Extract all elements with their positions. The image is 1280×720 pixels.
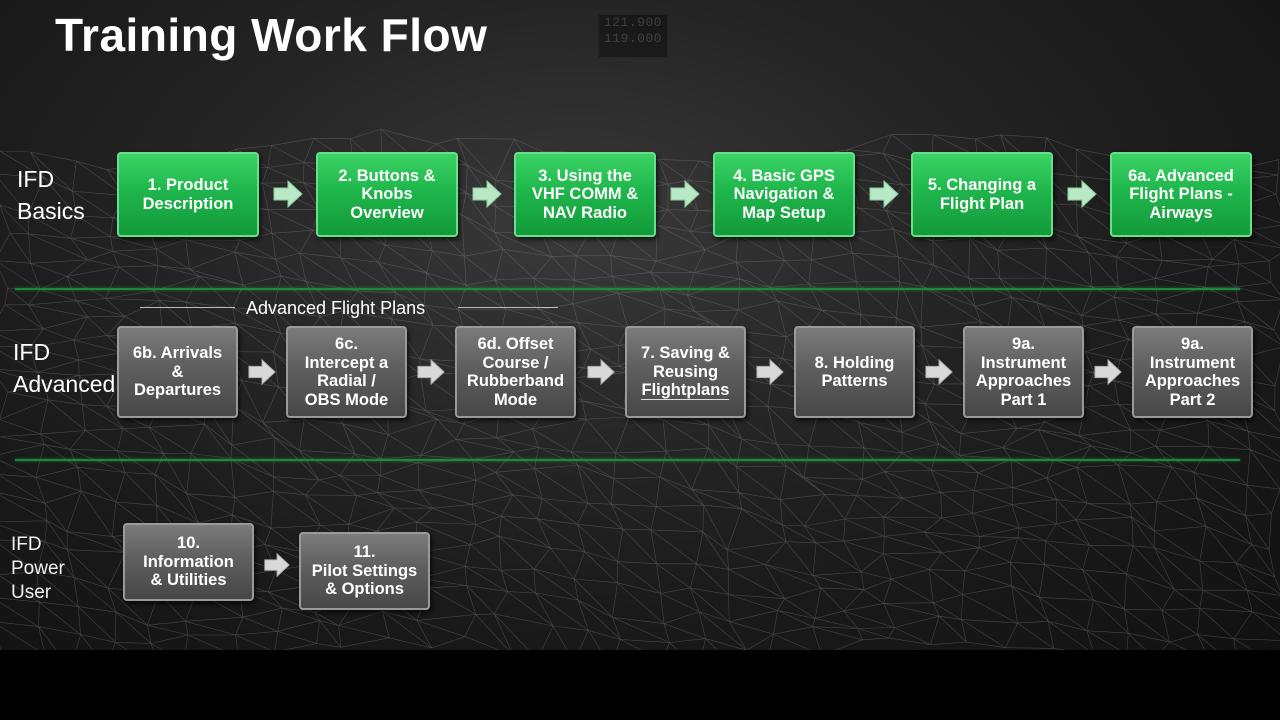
step-box-11-pilot-settings[interactable]: 11.Pilot Settings& Options bbox=[299, 532, 430, 610]
step-2-line-2: Knobs bbox=[361, 185, 413, 204]
step-6d-line-2: Course / bbox=[482, 353, 549, 372]
step-9a2-line-2: Instrument bbox=[1149, 353, 1236, 372]
group-header-advanced-flight-plans: Advanced Flight Plans bbox=[246, 298, 426, 318]
background-readout-line-2: 119.000 bbox=[603, 31, 663, 46]
background-frequency-readout: 121.900 119.000 bbox=[598, 14, 668, 58]
step-6d-line-1: 6d. Offset bbox=[477, 335, 554, 353]
arrow-right-icon bbox=[869, 179, 899, 209]
step-7-line-1: 7. Saving & bbox=[641, 344, 730, 363]
step-6b-line-1: 6b. Arrivals bbox=[132, 344, 223, 363]
step-4-line-2: Navigation & bbox=[733, 185, 835, 204]
row-label-basics-line-2: Basics bbox=[17, 198, 85, 224]
step-11-line-2: Pilot Settings bbox=[311, 561, 418, 580]
step-9a2-line-1: 9a. bbox=[1181, 335, 1204, 353]
arrow-right-icon bbox=[756, 358, 784, 386]
step-9a1-line-2: Instrument bbox=[980, 353, 1067, 372]
step-6b-line-2: & bbox=[171, 362, 184, 381]
group-header-line-right bbox=[458, 307, 558, 308]
step-9a2-line-3: Approaches bbox=[1144, 372, 1241, 390]
row-label-basics: IFD Basics bbox=[17, 163, 85, 227]
arrow-right-icon bbox=[417, 358, 445, 386]
step-4-line-1: 4. Basic GPS bbox=[733, 166, 835, 185]
arrow-right-icon bbox=[670, 179, 700, 209]
row-label-power-line-2: Power bbox=[11, 558, 65, 579]
step-6b-line-3: Departures bbox=[133, 381, 222, 400]
step-box-6b-arrivals-departures[interactable]: 6b. Arrivals&Departures bbox=[117, 326, 238, 418]
step-6a-line-3: Airways bbox=[1149, 203, 1213, 222]
step-1-line-1: 1. Product bbox=[147, 176, 229, 194]
step-4-line-3: Map Setup bbox=[742, 203, 826, 222]
step-6d-line-4: Mode bbox=[493, 390, 538, 409]
letterbox-bar bbox=[0, 650, 1280, 720]
step-5-line-1: 5. Changing a bbox=[927, 176, 1037, 194]
step-6c-line-3: Radial / bbox=[317, 372, 376, 390]
arrow-right-icon bbox=[587, 358, 615, 386]
step-7-line-2: Reusing bbox=[652, 362, 719, 381]
arrow-right-icon bbox=[1094, 358, 1122, 386]
step-6d-line-3: Rubberband bbox=[466, 372, 565, 390]
step-6a-line-2: Flight Plans - bbox=[1129, 185, 1233, 204]
step-3-line-1: 3. Using the bbox=[538, 166, 632, 185]
row-label-power-line-3: User bbox=[11, 582, 52, 603]
arrow-right-icon bbox=[248, 358, 276, 386]
arrow-right-icon bbox=[1067, 179, 1097, 209]
step-9a1-line-4: Part 1 bbox=[1000, 390, 1047, 409]
row-divider bbox=[15, 459, 1240, 461]
step-3-line-3: NAV Radio bbox=[542, 203, 627, 222]
step-8-line-2: Patterns bbox=[821, 372, 888, 390]
slide-title: Training Work Flow bbox=[55, 9, 488, 61]
step-6c-line-2: Intercept a bbox=[304, 353, 389, 372]
step-3-line-2: VHF COMM & bbox=[531, 185, 639, 204]
arrow-right-icon bbox=[273, 179, 303, 209]
step-6a-line-1: 6a. Advanced bbox=[1128, 166, 1234, 185]
step-10-line-3: & Utilities bbox=[150, 571, 227, 590]
step-10-line-2: Information bbox=[143, 552, 234, 571]
step-9a2-line-4: Part 2 bbox=[1169, 390, 1216, 409]
row-label-advanced-line-2: Advanced bbox=[13, 371, 116, 397]
row-label-basics-line-1: IFD bbox=[17, 166, 55, 192]
step-9a1-line-1: 9a. bbox=[1012, 335, 1035, 353]
arrow-right-icon bbox=[264, 552, 290, 578]
step-7-line-3: Flightplans bbox=[641, 381, 730, 401]
background-readout-line-1: 121.900 bbox=[603, 15, 663, 30]
row-label-power-user: IFD Power User bbox=[11, 533, 65, 605]
step-5-line-2: Flight Plan bbox=[939, 194, 1025, 213]
step-2-line-3: Overview bbox=[350, 203, 424, 222]
step-10-line-1: 10. bbox=[177, 534, 200, 553]
step-11-line-1: 11. bbox=[353, 543, 376, 562]
row-label-advanced-line-1: IFD bbox=[13, 339, 51, 365]
row-label-advanced: IFD Advanced bbox=[13, 336, 115, 400]
slide: 121.900 119.000 Training Work Flow IFD B… bbox=[0, 0, 1280, 650]
step-8-line-1: 8. Holding bbox=[814, 353, 895, 372]
step-9a1-line-3: Approaches bbox=[975, 372, 1072, 390]
step-6c-line-4: OBS Mode bbox=[304, 390, 389, 409]
arrow-right-icon bbox=[925, 358, 953, 386]
step-box-10-information-utilities[interactable]: 10.Information& Utilities bbox=[123, 523, 254, 601]
row-label-power-line-1: IFD bbox=[11, 534, 42, 555]
arrow-right-icon bbox=[472, 179, 502, 209]
step-11-line-3: & Options bbox=[325, 580, 404, 599]
step-1-line-2: Description bbox=[142, 194, 234, 213]
group-header-line-left bbox=[140, 307, 235, 308]
step-6c-line-1: 6c. bbox=[335, 335, 358, 353]
step-2-line-1: 2. Buttons & bbox=[338, 166, 436, 185]
row-divider bbox=[15, 288, 1240, 290]
